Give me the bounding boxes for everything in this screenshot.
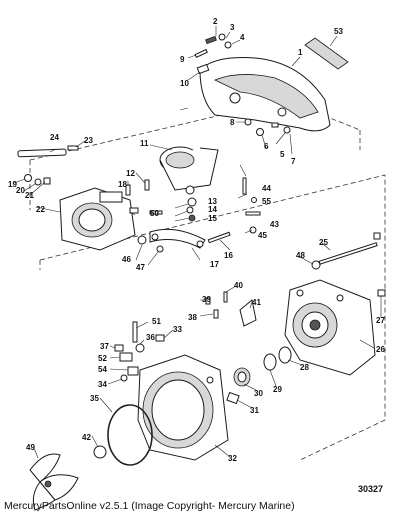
callout-33: 33 [173, 325, 182, 334]
callout-35: 35 [90, 394, 99, 403]
callout-44: 44 [262, 184, 271, 193]
diagram-number: 30327 [358, 484, 384, 494]
callout-3: 3 [230, 23, 235, 32]
callout-34: 34 [98, 380, 107, 389]
callout-28: 28 [300, 363, 309, 372]
callout-31: 31 [250, 406, 259, 415]
callout-9: 9 [180, 55, 185, 64]
callout-46: 46 [122, 255, 131, 264]
callout-52: 52 [98, 354, 107, 363]
o-ring-part [107, 404, 153, 466]
callout-20: 20 [16, 186, 25, 195]
bearing-stack [233, 346, 292, 387]
callout-25: 25 [319, 238, 328, 247]
callout-12: 12 [126, 169, 135, 178]
callout-55: 55 [262, 197, 271, 206]
callout-19: 19 [8, 180, 17, 189]
pump-bracket-part [59, 187, 136, 251]
callout-23: 23 [84, 136, 93, 145]
callout-24: 24 [50, 133, 59, 142]
callout-42: 42 [82, 433, 91, 442]
callout-17: 17 [210, 260, 219, 269]
callout-39: 39 [202, 295, 211, 304]
impeller-nut-part [226, 391, 240, 405]
callout-2: 2 [213, 17, 218, 26]
upper-right-small-parts [205, 291, 257, 327]
callout-13: 13 [208, 197, 217, 206]
assembly-boundary-upper [29, 99, 361, 210]
callout-7: 7 [291, 157, 296, 166]
callout-29: 29 [273, 385, 282, 394]
center-hardware [186, 197, 197, 222]
callout-41: 41 [252, 298, 261, 307]
callout-21: 21 [25, 191, 34, 200]
callout-10: 10 [180, 79, 189, 88]
callout-8: 8 [230, 118, 235, 127]
left-hardware [24, 174, 51, 186]
callout-18: 18 [118, 180, 127, 189]
callout-1: 1 [298, 48, 303, 57]
callout-51: 51 [152, 317, 161, 326]
rod-and-pin [17, 145, 79, 158]
callout-27: 27 [376, 316, 385, 325]
callout-26: 26 [376, 345, 385, 354]
callout-49: 49 [26, 443, 35, 452]
callout-47: 47 [136, 263, 145, 272]
callout-53: 53 [334, 27, 343, 36]
callout-43: 43 [270, 220, 279, 229]
callout-14: 14 [208, 205, 217, 214]
callout-16: 16 [224, 251, 233, 260]
callout-36: 36 [146, 333, 155, 342]
lever-hardware [137, 231, 231, 253]
callout-30: 30 [254, 389, 263, 398]
right-small-hardware [242, 177, 261, 234]
callout-labels: 1 2 3 4 5 6 7 8 9 10 11 12 13 14 15 16 1… [8, 17, 385, 463]
callout-45: 45 [258, 231, 267, 240]
decal-part [304, 37, 349, 70]
callout-5: 5 [280, 150, 285, 159]
assembly-boundary-lower [39, 174, 386, 461]
callout-22: 22 [36, 205, 45, 214]
callout-4: 4 [240, 33, 245, 42]
nut-part [93, 445, 107, 459]
callout-54: 54 [98, 365, 107, 374]
callout-38: 38 [188, 313, 197, 322]
callout-6: 6 [264, 142, 269, 151]
callout-37: 37 [100, 342, 109, 351]
callout-11: 11 [140, 139, 149, 148]
gate-housing-part [159, 146, 219, 195]
callout-32: 32 [228, 454, 237, 463]
nozzle-housing-part [137, 354, 229, 461]
callout-40: 40 [234, 281, 243, 290]
washer-part [311, 260, 321, 270]
leader-lines [13, 26, 382, 459]
impeller-part [29, 453, 79, 511]
plug-part [377, 289, 386, 297]
pump-housing-part [284, 279, 376, 376]
callout-15: 15 [208, 214, 217, 223]
callout-50: 50 [150, 209, 159, 218]
top-hardware [194, 33, 291, 136]
copyright-footer: MercuryPartsOnline v2.5.1 (Image Copyrig… [4, 500, 295, 512]
top-cover-part [199, 57, 331, 132]
callout-48: 48 [296, 251, 305, 260]
lever-arm-part [149, 228, 206, 249]
